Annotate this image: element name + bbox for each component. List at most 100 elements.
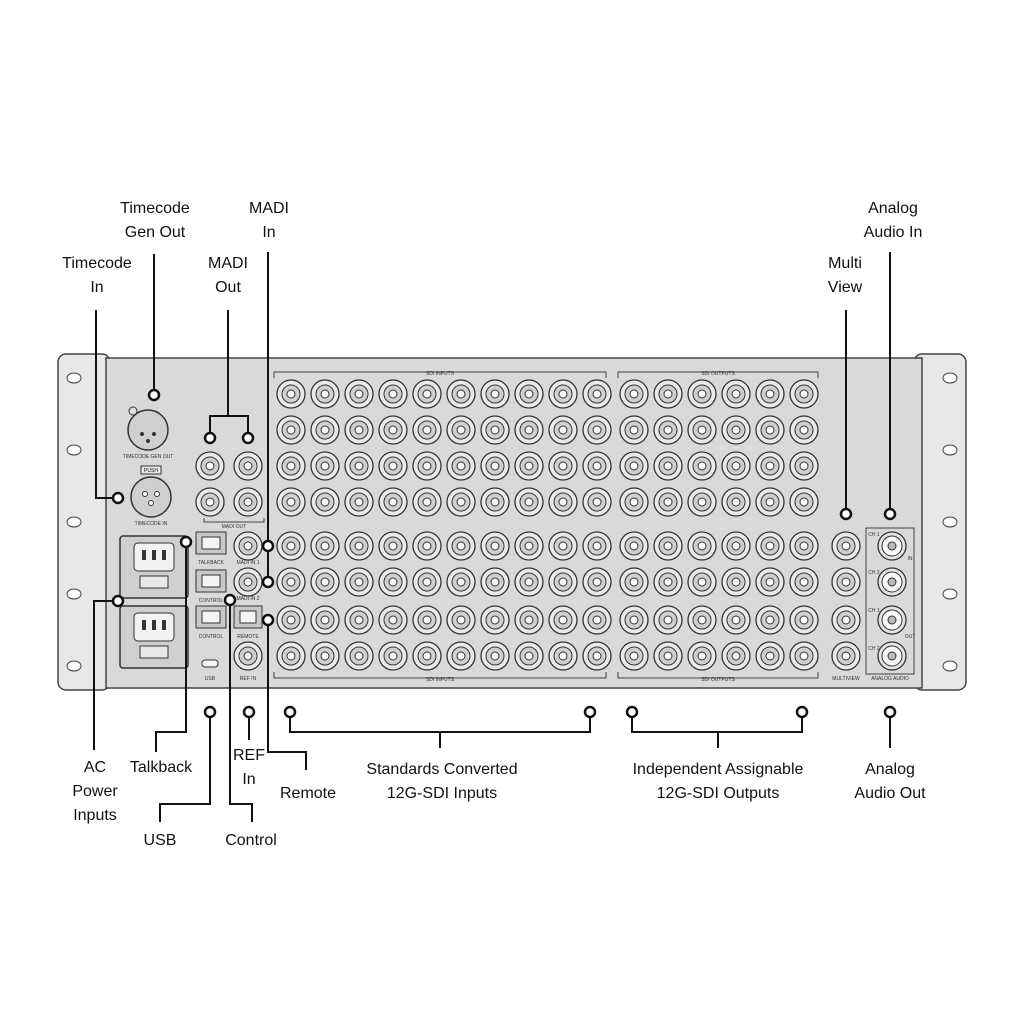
sdi-input-bnc (412, 451, 442, 481)
sdi-input-bnc (344, 641, 374, 671)
bnc-center-pin (524, 577, 534, 587)
callout-dot (203, 705, 217, 719)
callout-dot (625, 705, 639, 719)
sdi-input-bnc (412, 415, 442, 445)
bnc-center-pin (286, 577, 296, 587)
sdi-input-bnc (514, 605, 544, 635)
bnc-center-pin (456, 541, 466, 551)
sdi-input-bnc (548, 641, 578, 671)
sdi-input-bnc (582, 567, 612, 597)
label-line: Power (72, 783, 118, 800)
bnc-center-pin (558, 615, 568, 625)
label-line: MADI (208, 255, 248, 272)
bnc-center-pin (354, 425, 364, 435)
sdi-output-bnc (653, 379, 683, 409)
ch1-in-text: CH 1 (868, 532, 880, 538)
bnc-center-pin (799, 541, 809, 551)
sdi-output-bnc (653, 641, 683, 671)
sdi-input-bnc (480, 451, 510, 481)
bnc-center-pin (731, 461, 741, 471)
label-line: Timecode (62, 255, 132, 272)
bnc-center-pin (243, 541, 253, 551)
bnc-center-pin (731, 425, 741, 435)
callout-dot (261, 539, 275, 553)
bnc-center-pin (731, 541, 741, 551)
left-connector-cluster: TIMECODE GEN OUT PUSH TIMECODE IN TALKBA… (119, 406, 263, 682)
label-line: Standards Converted (366, 761, 518, 778)
callout-dot (583, 705, 597, 719)
sdi-output-bnc (653, 605, 683, 635)
label-ac-power-inputs: AC Power Inputs (72, 756, 117, 828)
sdi-output-bnc (789, 531, 819, 561)
sdi-input-bnc (276, 415, 306, 445)
iec-pin (162, 620, 166, 630)
bnc-center-pin (354, 389, 364, 399)
label-control: Control (225, 829, 277, 853)
bnc-center-pin (286, 651, 296, 661)
xlr-pin (140, 432, 144, 436)
sdi-output-bnc (619, 531, 649, 561)
callout-line-madi-out (209, 310, 249, 432)
sdi-output-bnc (687, 605, 717, 635)
sdi-output-bnc (721, 379, 751, 409)
sdi-input-bnc (310, 567, 340, 597)
label-line: MADI (249, 200, 289, 217)
bnc-center-pin (388, 541, 398, 551)
label-line: REF (233, 747, 265, 764)
push-text: PUSH (144, 468, 158, 474)
madi-in-2-text: MADI IN 2 (236, 596, 259, 602)
screw (128, 406, 138, 416)
bnc-center-pin (422, 615, 432, 625)
bnc-center-pin (629, 541, 639, 551)
iec-pin (152, 620, 156, 630)
analog-audio-connector (877, 641, 907, 671)
bnc-center-pin (524, 615, 534, 625)
bnc-center-pin (524, 541, 534, 551)
label-line: Gen Out (124, 224, 186, 241)
label-multi-view: Multi View (828, 252, 862, 300)
bnc-center-pin (558, 461, 568, 471)
xlr-pin (154, 491, 160, 497)
label-standards-converted: Standards Converted 12G-SDI Inputs (366, 758, 517, 806)
bnc-center-pin (592, 461, 602, 471)
sdi-input-bnc (582, 641, 612, 671)
label-line: USB (143, 832, 177, 849)
audio-center (887, 651, 897, 661)
talkback-text: TALKBACK (198, 560, 224, 566)
timecode-in-text: TIMECODE IN (135, 521, 168, 527)
bnc-center-pin (524, 389, 534, 399)
bnc-center-pin (629, 577, 639, 587)
bnc-center-pin (205, 497, 215, 507)
mount-hole (942, 372, 958, 384)
sdi-output-bnc (789, 641, 819, 671)
callout-line-usb (159, 714, 211, 822)
bnc-center-pin (799, 577, 809, 587)
usb-port (201, 659, 219, 668)
analog-audio-connector (877, 605, 907, 635)
bnc-center-pin (558, 577, 568, 587)
bnc-center-pin (697, 577, 707, 587)
label-analog-audio-in: Analog Audio In (864, 197, 923, 245)
sdi-input-bnc (412, 605, 442, 635)
label-line: Audio In (863, 224, 923, 241)
label-line: In (262, 224, 276, 241)
callout-line-control (229, 600, 253, 822)
bnc-center-pin (558, 389, 568, 399)
sdi-input-bnc (514, 487, 544, 517)
sdi-inputs-top-text: SDI INPUTS (426, 371, 455, 377)
xlr-pin (142, 491, 148, 497)
analog-audio-connector (877, 531, 907, 561)
bnc-center-pin (731, 651, 741, 661)
sdi-output-bnc (721, 415, 751, 445)
sdi-output-bnc (619, 379, 649, 409)
audio-center (887, 615, 897, 625)
sdi-input-bnc (548, 379, 578, 409)
sdi-input-bnc (378, 451, 408, 481)
ch2-out-text: CH 2 (868, 646, 880, 652)
bnc-center-pin (286, 425, 296, 435)
bnc-center-pin (320, 497, 330, 507)
sdi-output-bnc (619, 641, 649, 671)
callout-dot (223, 593, 237, 607)
sdi-input-bnc (310, 451, 340, 481)
